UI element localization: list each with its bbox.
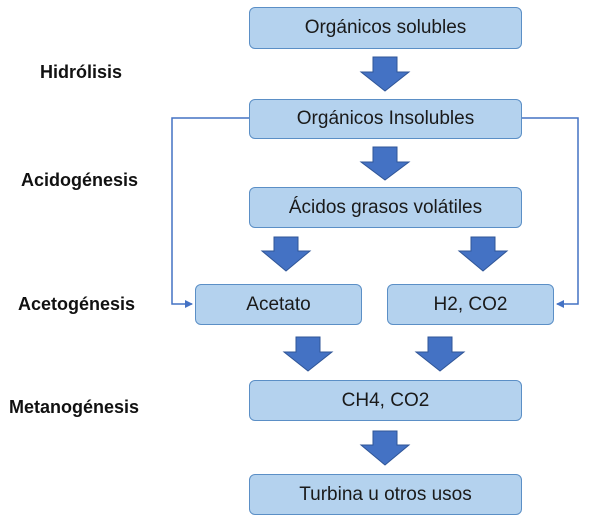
box-ch4-co2: CH4, CO2 [249, 380, 522, 421]
box-organicos-solubles: Orgánicos solubles [249, 7, 522, 49]
stage-label-metanogenesis: Metanogénesis [9, 397, 140, 417]
block-arrow-down-icon [457, 236, 509, 272]
box-h2-co2: H2, CO2 [387, 284, 554, 325]
stage-label-acidogenesis: Acidogénesis [21, 170, 139, 190]
box-turbina: Turbina u otros usos [249, 474, 522, 515]
box-acetato: Acetato [195, 284, 362, 325]
connector-insolubles-to-acetato [171, 117, 249, 308]
block-arrow-down-icon [282, 336, 334, 372]
block-arrow-down-icon [414, 336, 466, 372]
box-organicos-insolubles: Orgánicos Insolubles [249, 99, 522, 139]
stage-label-hidrolisis: Hidrólisis [40, 62, 123, 82]
block-arrow-down-icon [260, 236, 312, 272]
block-arrow-down-icon [359, 146, 411, 181]
block-arrow-down-icon [359, 430, 411, 466]
block-arrow-down-icon [359, 56, 411, 92]
stage-label-acetogenesis: Acetogénesis [18, 294, 136, 314]
connector-insolubles-to-h2-co2 [522, 117, 579, 308]
box-acidos-grasos: Ácidos grasos volátiles [249, 187, 522, 228]
